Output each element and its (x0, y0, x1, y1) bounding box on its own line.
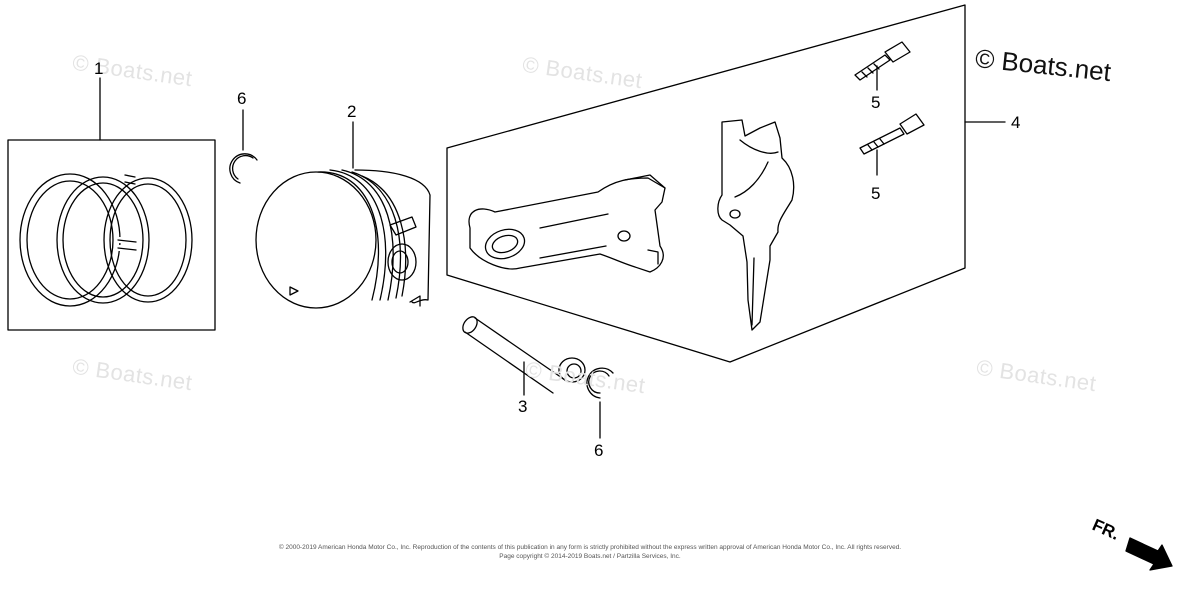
piston-ring-set (7, 77, 216, 331)
piston (255, 121, 431, 309)
rod-bolt-lower (859, 113, 925, 176)
piston-pin-clip-upper (229, 109, 258, 184)
rod-bolt-upper (854, 41, 911, 91)
callout-5-lower: 5 (871, 184, 881, 203)
copyright-line: © 2000-2019 American Honda Motor Co., In… (278, 544, 902, 551)
connecting-rod-assembly (446, 4, 1006, 363)
callout-6-upper: 6 (237, 89, 247, 108)
callout-5-upper: 5 (871, 93, 881, 112)
callout-4: 4 (1011, 113, 1021, 132)
piston-pin-clip-lower (586, 367, 614, 439)
front-direction-arrow-icon (1125, 537, 1173, 571)
callout-6-lower: 6 (594, 441, 604, 460)
callout-3: 3 (518, 397, 528, 416)
page-copyright-line: Page copyright © 2014-2019 Boats.net / P… (499, 553, 681, 560)
piston-pin (462, 316, 586, 396)
callout-1: 1 (94, 59, 104, 78)
callout-2: 2 (347, 102, 357, 121)
